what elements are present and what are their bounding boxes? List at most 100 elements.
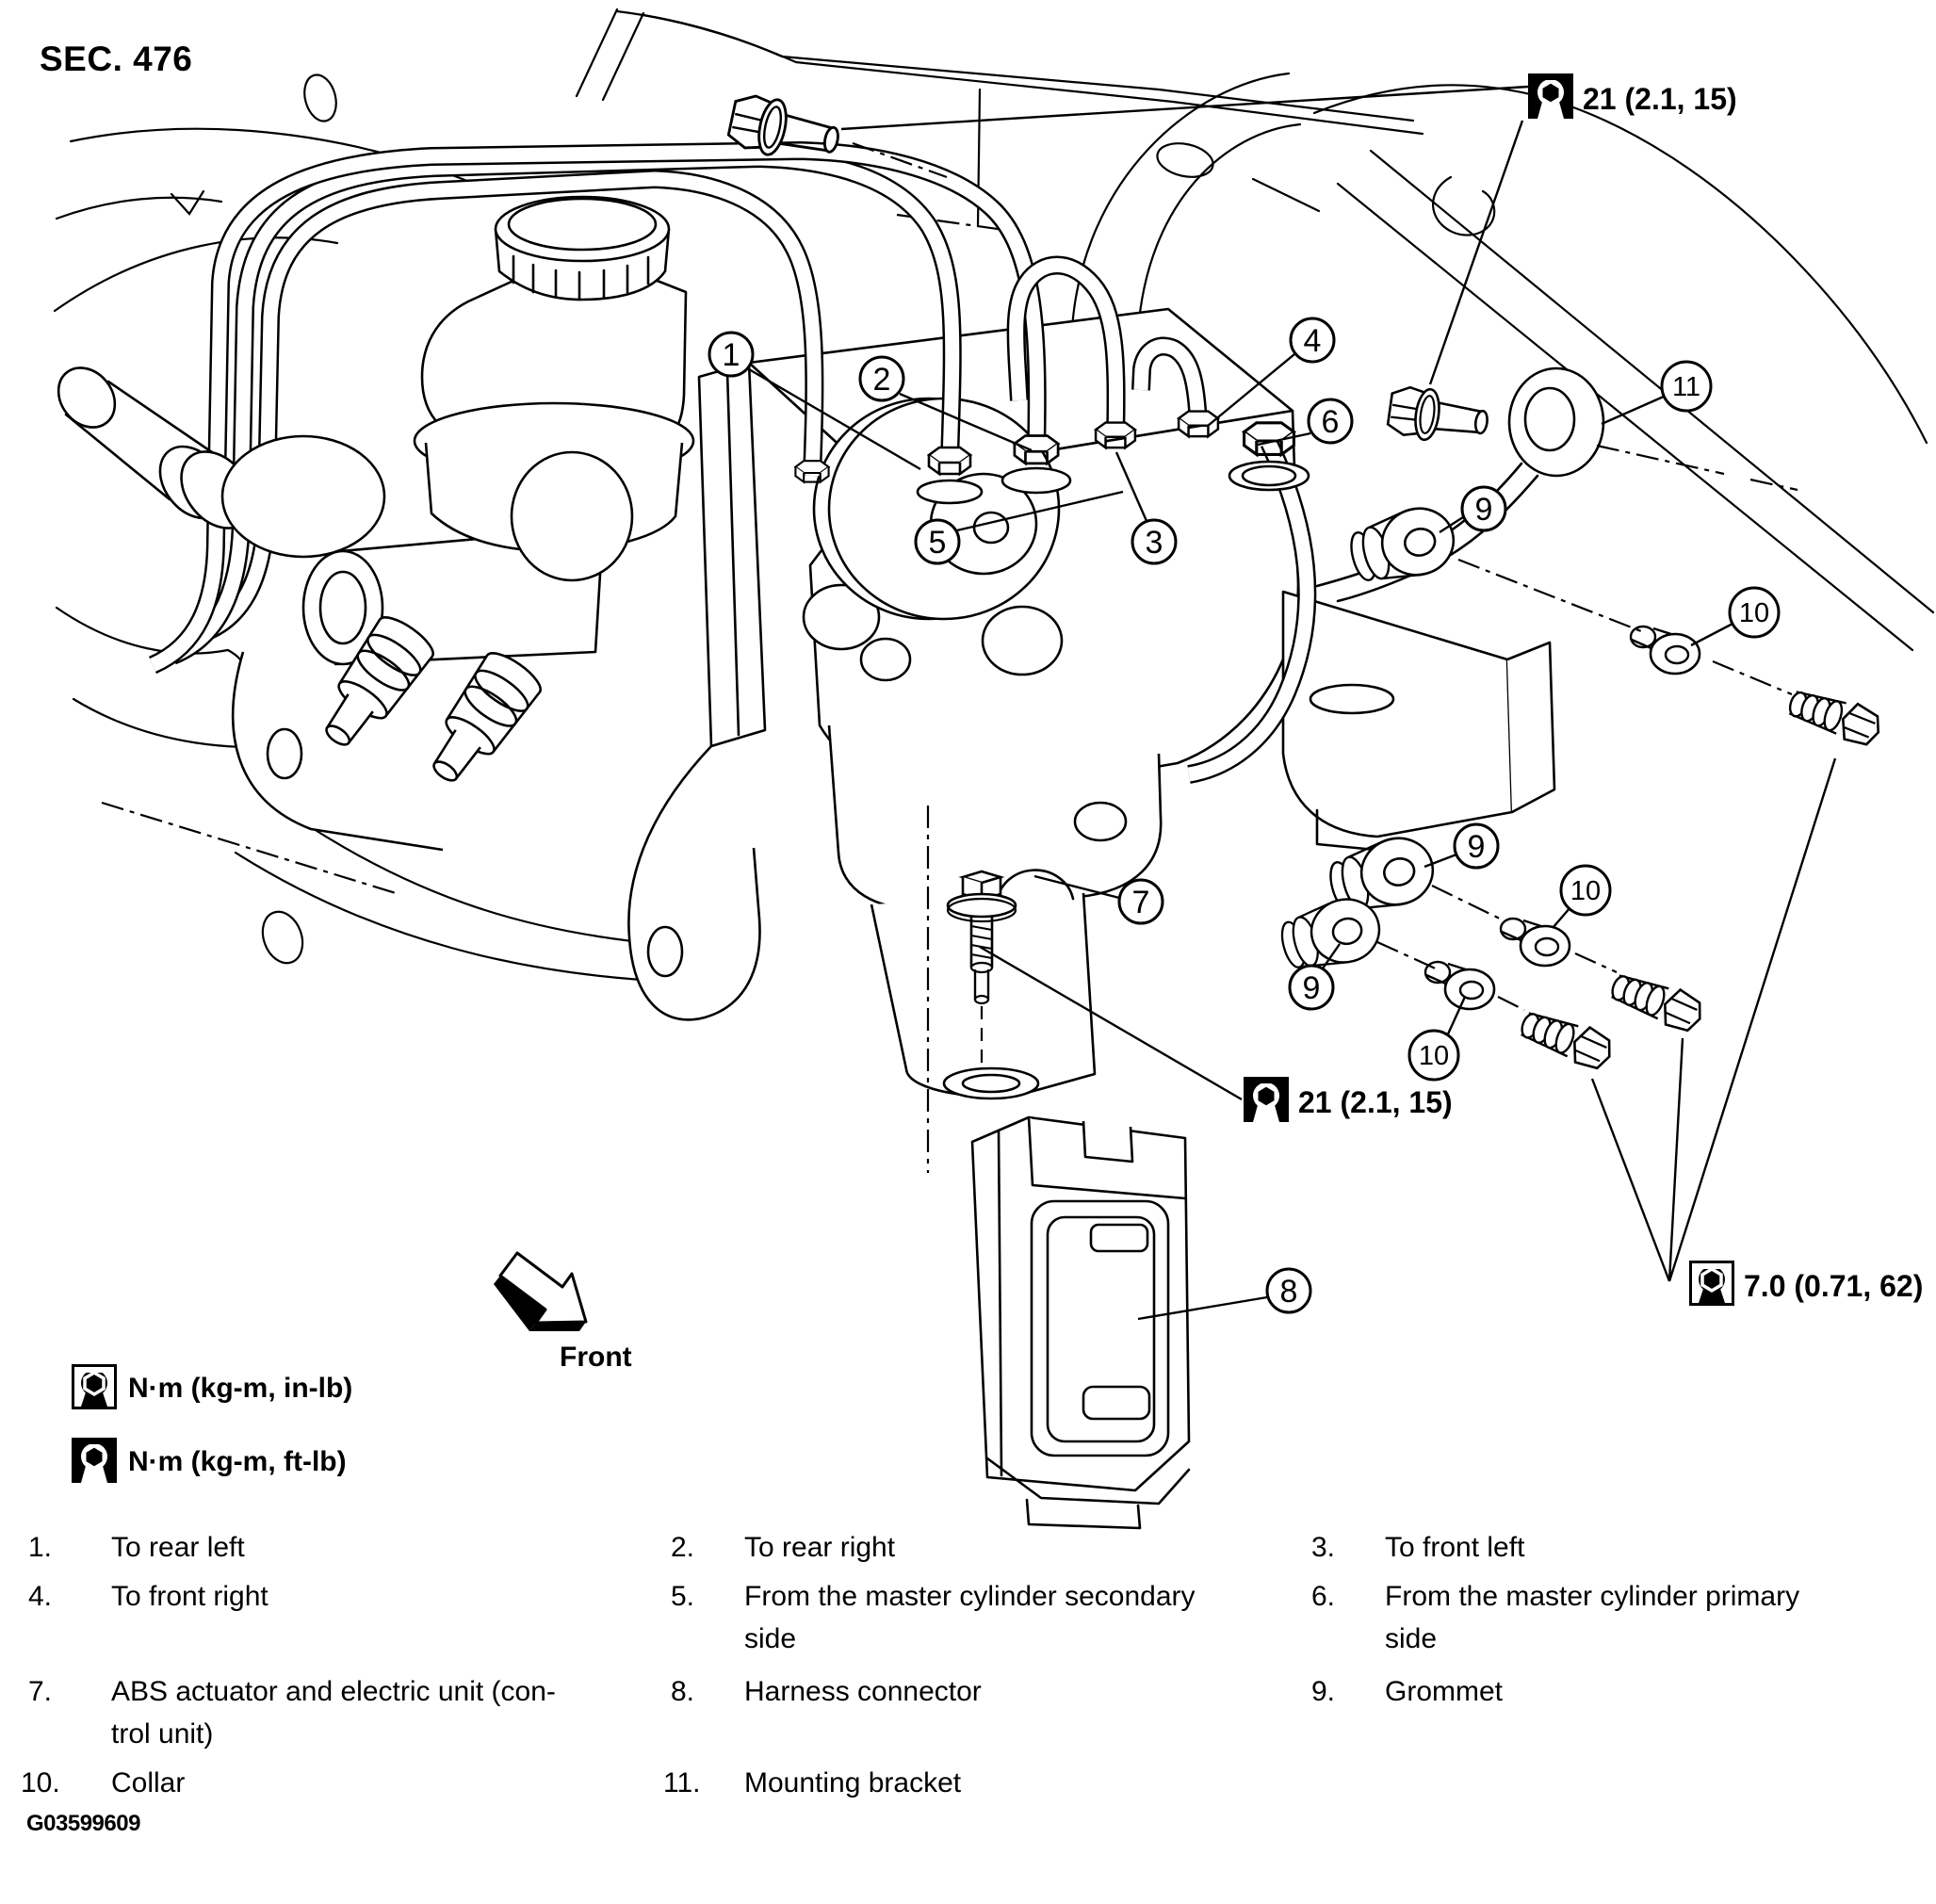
svg-text:6: 6 — [1322, 404, 1340, 440]
bracket-bolt-right — [1783, 682, 1886, 750]
bracket-ear-hole — [1523, 386, 1576, 452]
part-label: Grommet — [1385, 1676, 1504, 1707]
svg-text:10: 10 — [1570, 876, 1601, 906]
callout-9: 9 — [1288, 964, 1335, 1011]
collar-b — [1499, 917, 1571, 968]
master-cylinder-assembly — [57, 195, 695, 852]
abs-actuator-unit — [627, 307, 1300, 1100]
engine-bay-lines — [53, 8, 1935, 984]
callout-2: 2 — [858, 355, 905, 402]
pump-lobe — [981, 605, 1064, 676]
wrench-in-lb-icon — [71, 1363, 118, 1410]
part-label: To front right — [111, 1581, 268, 1612]
svg-text:7: 7 — [1132, 885, 1150, 920]
mounting-bracket — [1281, 366, 1605, 852]
part-number: 8. — [671, 1676, 695, 1707]
part-label: To rear right — [744, 1532, 896, 1563]
part-label: Collar — [111, 1767, 186, 1798]
front-arrow: Front — [494, 1251, 632, 1373]
callout-8: 8 — [1265, 1267, 1312, 1314]
leader-lines — [748, 85, 1837, 1321]
legend-in-lb-label: N·m (kg-m, in-lb) — [128, 1373, 352, 1404]
legend-ft-lb-label: N·m (kg-m, ft-lb) — [128, 1446, 347, 1477]
callout-7: 7 — [1117, 878, 1164, 925]
brake-booster-check-valve — [57, 366, 386, 559]
pressure-sensor-plug — [325, 616, 434, 746]
callout-5: 5 — [914, 518, 961, 565]
abs-left-leg — [627, 745, 761, 1021]
callout-10: 10 — [1728, 586, 1781, 639]
section-title: SEC. 476 — [40, 40, 193, 78]
svg-text:7.0 (0.71, 62): 7.0 (0.71, 62) — [1744, 1269, 1923, 1303]
callout-1: 1 — [708, 331, 755, 378]
svg-text:8: 8 — [1280, 1274, 1298, 1310]
part-number: 1. — [28, 1532, 53, 1563]
grommet-c — [1275, 890, 1388, 979]
callout-10: 10 — [1407, 1029, 1460, 1082]
part-label: Mounting bracket — [744, 1767, 962, 1798]
torque-label-bottom-right: 7.0 (0.71, 62) — [1688, 1260, 1923, 1307]
callout-6: 6 — [1307, 398, 1354, 445]
wrench-ft-lb-icon — [1526, 72, 1575, 121]
part-number: 9. — [1311, 1676, 1336, 1707]
pressure-sensor-plug — [432, 652, 542, 782]
svg-text:9: 9 — [1468, 829, 1486, 865]
wrench-ft-lb-icon — [1242, 1075, 1291, 1124]
assembly-axes — [852, 141, 1798, 1011]
part-label: To front left — [1385, 1532, 1525, 1563]
svg-text:10: 10 — [1739, 598, 1769, 628]
bracket-bolt-lower-b — [1605, 967, 1709, 1036]
flare-nut-1 — [794, 460, 830, 483]
part-label: Harness connector — [744, 1676, 982, 1707]
part-label: To rear left — [111, 1532, 245, 1563]
callout-3: 3 — [1131, 518, 1178, 565]
svg-text:1: 1 — [723, 337, 740, 373]
callout-11: 11 — [1660, 360, 1713, 413]
part-number: 6. — [1311, 1581, 1336, 1612]
pump-lobe — [802, 583, 881, 651]
bracket-bolt-lower-a — [1515, 1004, 1619, 1074]
wrench-ft-lb-icon — [70, 1436, 119, 1485]
collar-c — [1424, 960, 1496, 1011]
svg-text:10: 10 — [1419, 1041, 1449, 1071]
reservoir-cap — [494, 195, 671, 301]
svg-text:9: 9 — [1475, 492, 1493, 528]
part-number: 4. — [28, 1581, 53, 1612]
svg-text:21 (2.1, 15): 21 (2.1, 15) — [1298, 1085, 1453, 1119]
brake-fluid-reservoir — [413, 195, 695, 582]
wrench-in-lb-icon — [1688, 1260, 1735, 1307]
callout-10: 10 — [1559, 864, 1612, 917]
svg-text:2: 2 — [873, 362, 891, 398]
booster-face — [510, 450, 634, 582]
svg-text:9: 9 — [1303, 970, 1321, 1006]
harness-connector — [970, 1115, 1191, 1530]
callout-9: 9 — [1453, 822, 1500, 870]
svg-text:11: 11 — [1672, 372, 1700, 402]
torque-legend: N·m (kg-m, in-lb) N·m (kg-m, ft-lb) — [70, 1363, 352, 1485]
svg-text:21 (2.1, 15): 21 (2.1, 15) — [1583, 82, 1737, 116]
bracket-mounting-bolt — [1385, 382, 1492, 449]
part-number: 2. — [671, 1532, 695, 1563]
part-number: 7. — [28, 1676, 53, 1707]
abs-motor — [812, 397, 1061, 621]
part-number: 5. — [671, 1581, 695, 1612]
callout-9: 9 — [1460, 485, 1507, 532]
figure-code: G03599609 — [26, 1811, 140, 1836]
torque-label-center: 21 (2.1, 15) — [1242, 1075, 1453, 1124]
torque-label-top-right: 21 (2.1, 15) — [1526, 72, 1737, 121]
part-number: 11. — [663, 1767, 701, 1798]
front-label: Front — [560, 1342, 632, 1373]
part-label: ABS actuator and electric unit (con-trol… — [111, 1676, 556, 1749]
svg-text:4: 4 — [1304, 323, 1322, 359]
part-number: 3. — [1311, 1532, 1336, 1563]
grommet-a — [1343, 499, 1463, 593]
svg-text:3: 3 — [1146, 525, 1163, 561]
tube-fittings — [794, 410, 1310, 505]
svg-text:5: 5 — [929, 525, 947, 561]
bracket-plate — [1281, 590, 1514, 838]
part-number: 10. — [21, 1767, 60, 1798]
collar-a — [1629, 625, 1701, 675]
callout-4: 4 — [1289, 317, 1336, 364]
